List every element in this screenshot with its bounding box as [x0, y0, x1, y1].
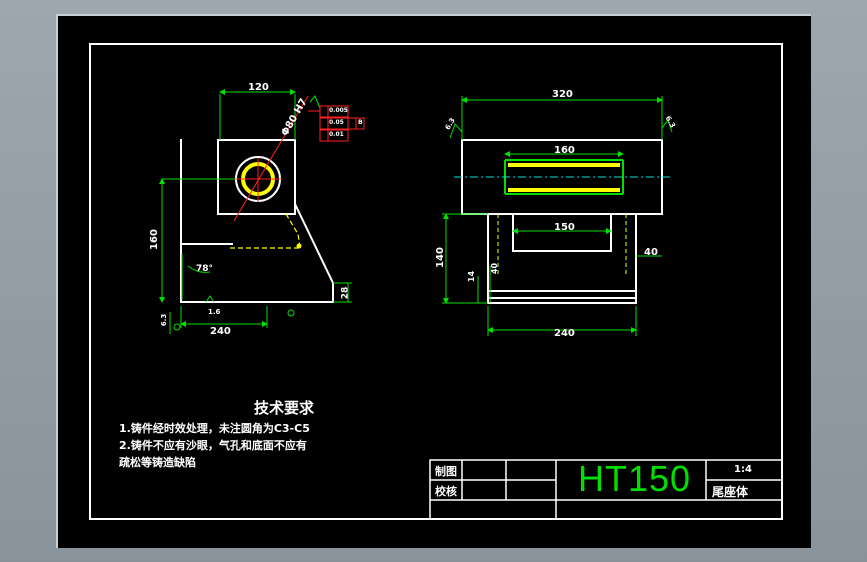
title-block [429, 459, 783, 520]
left-view-outline-left [180, 139, 233, 245]
tech-requirement-2: 2.铸件不应有沙眼，气孔和底面不应有 [119, 439, 307, 452]
bore-yellow-lines [508, 163, 620, 192]
drawn-label: 制图 [435, 465, 457, 478]
dim-base-height: 28 [340, 286, 351, 300]
scale-label: 1:4 [734, 464, 752, 475]
material-label: HT150 [578, 458, 692, 499]
tolerance-frames [308, 105, 365, 142]
dim-right-base-width: 240 [554, 328, 575, 339]
dim-small-2: 40 [490, 262, 500, 275]
drawing-sheet: 120 160 240 28 78° Φ80 H7 1.6 6.3 0.005 … [56, 14, 811, 548]
right-hidden [497, 214, 627, 276]
checked-label: 校核 [435, 485, 457, 498]
bore-green-lines [504, 159, 624, 195]
dim-small-1: 14 [467, 270, 477, 283]
roughness-base: 1.6 [208, 308, 221, 316]
datum-circle [287, 309, 295, 317]
dim-top-width: 120 [248, 82, 269, 93]
cad-drawing [89, 43, 783, 520]
tol-1: 0.005 [329, 107, 348, 114]
tol-2-ref: B [358, 119, 363, 126]
dim-angle: 78° [196, 264, 214, 274]
dim-slot-width: 150 [554, 222, 575, 233]
tech-requirements-title: 技术要求 [254, 399, 315, 417]
left-view [180, 139, 334, 303]
right-dimension-lines [442, 96, 673, 336]
tol-2: 0.05 [329, 119, 344, 126]
dim-height: 160 [148, 229, 160, 250]
left-hidden-lines [230, 213, 301, 249]
dim-right-height: 140 [434, 247, 446, 268]
left-centerlines [233, 95, 309, 222]
datum-circle-2 [173, 323, 181, 331]
dim-side: 40 [644, 247, 658, 258]
dim-base-width: 240 [210, 326, 231, 337]
tech-requirement-3: 疏松等铸造缺陷 [119, 456, 196, 469]
right-body [487, 214, 637, 304]
part-name: 尾座体 [712, 485, 749, 499]
bore-boss [217, 139, 296, 215]
left-dimension-lines [159, 89, 352, 334]
dim-overall-width: 320 [552, 89, 573, 100]
roughness-left: 6.3 [160, 313, 169, 327]
tol-3: 0.01 [329, 131, 344, 138]
tech-requirement-1: 1.铸件经时效处理，未注圆角为C3-C5 [119, 422, 310, 435]
hidden-point [296, 243, 302, 249]
dim-inner-width: 160 [554, 145, 575, 156]
